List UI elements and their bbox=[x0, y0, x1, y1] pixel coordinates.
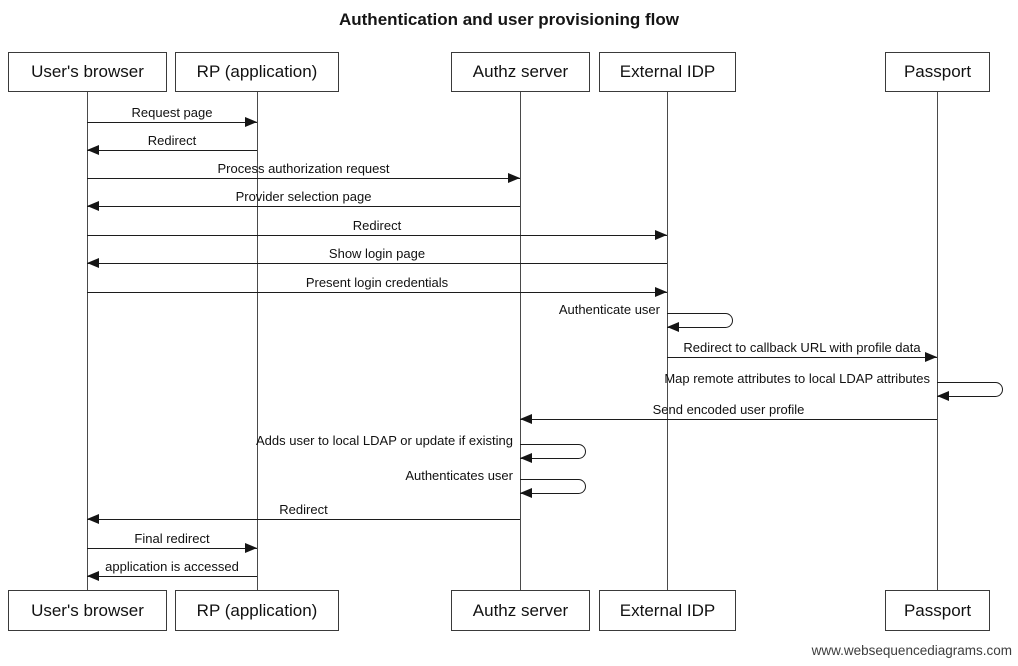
message-9-selfloop-map-remote-attributes-to-local-ldap-attributes bbox=[937, 382, 1003, 397]
message-7-label-authenticate-user: Authenticate user bbox=[558, 302, 660, 317]
message-7-arrowhead-authenticate-user bbox=[667, 322, 679, 332]
message-10-arrowhead-send-encoded-user-profile bbox=[520, 414, 532, 424]
watermark-text: www.websequencediagrams.com bbox=[811, 643, 1012, 658]
message-7-selfloop-authenticate-user bbox=[667, 313, 733, 328]
message-9-arrowhead-map-remote-attributes-to-local-ldap-attributes bbox=[937, 391, 949, 401]
message-3-label-provider-selection-page: Provider selection page bbox=[235, 189, 372, 204]
message-6-label-present-login-credentials: Present login credentials bbox=[305, 275, 449, 290]
message-11-selfloop-adds-user-to-local-ldap-or-update-if-existing bbox=[520, 444, 586, 459]
diagram-title: Authentication and user provisioning flo… bbox=[338, 10, 679, 29]
message-14-line-final-redirect bbox=[87, 548, 257, 549]
message-4-label-redirect: Redirect bbox=[352, 218, 402, 233]
lifeline-passport bbox=[937, 92, 938, 590]
message-5-arrowhead-show-login-page bbox=[87, 258, 99, 268]
actor-bottom-authz-server: Authz server bbox=[451, 590, 590, 631]
lifeline-user-s-browser bbox=[87, 92, 88, 590]
message-13-arrowhead-redirect bbox=[87, 514, 99, 524]
message-5-label-show-login-page: Show login page bbox=[328, 246, 426, 261]
message-12-arrowhead-authenticates-user bbox=[520, 488, 532, 498]
message-14-arrowhead-final-redirect bbox=[245, 543, 257, 553]
message-0-arrowhead-request-page bbox=[245, 117, 257, 127]
message-6-arrowhead-present-login-credentials bbox=[655, 287, 667, 297]
message-0-label-request-page: Request page bbox=[131, 105, 213, 120]
actor-top-authz-server: Authz server bbox=[451, 52, 590, 92]
message-5-line-show-login-page bbox=[87, 263, 667, 264]
actor-top-user-s-browser: User's browser bbox=[8, 52, 167, 92]
message-10-line-send-encoded-user-profile bbox=[520, 419, 937, 420]
message-12-label-authenticates-user: Authenticates user bbox=[405, 468, 513, 483]
message-12-selfloop-authenticates-user bbox=[520, 479, 586, 494]
message-1-line-redirect bbox=[87, 150, 257, 151]
message-2-arrowhead-process-authorization-request bbox=[508, 173, 520, 183]
message-0-line-request-page bbox=[87, 122, 257, 123]
message-8-label-redirect-to-callback-url-with-profile-data: Redirect to callback URL with profile da… bbox=[683, 340, 921, 355]
lifeline-rp-application bbox=[257, 92, 258, 590]
message-15-arrowhead-application-is-accessed bbox=[87, 571, 99, 581]
message-1-label-redirect: Redirect bbox=[147, 133, 197, 148]
message-1-arrowhead-redirect bbox=[87, 145, 99, 155]
actor-bottom-external-idp: External IDP bbox=[599, 590, 736, 631]
message-9-label-map-remote-attributes-to-local-ldap-attributes: Map remote attributes to local LDAP attr… bbox=[664, 371, 930, 386]
message-11-arrowhead-adds-user-to-local-ldap-or-update-if-existing bbox=[520, 453, 532, 463]
message-3-arrowhead-provider-selection-page bbox=[87, 201, 99, 211]
message-8-line-redirect-to-callback-url-with-profile-data bbox=[667, 357, 937, 358]
message-15-line-application-is-accessed bbox=[87, 576, 257, 577]
message-11-label-adds-user-to-local-ldap-or-update-if-existing: Adds user to local LDAP or update if exi… bbox=[255, 433, 513, 448]
message-4-line-redirect bbox=[87, 235, 667, 236]
actor-bottom-passport: Passport bbox=[885, 590, 990, 631]
message-13-label-redirect: Redirect bbox=[279, 502, 328, 517]
message-4-arrowhead-redirect bbox=[655, 230, 667, 240]
lifeline-authz-server bbox=[520, 92, 521, 590]
lifeline-external-idp bbox=[667, 92, 668, 590]
message-6-line-present-login-credentials bbox=[87, 292, 667, 293]
message-10-label-send-encoded-user-profile: Send encoded user profile bbox=[652, 402, 805, 417]
actor-top-external-idp: External IDP bbox=[599, 52, 736, 92]
message-8-arrowhead-redirect-to-callback-url-with-profile-data bbox=[925, 352, 937, 362]
actor-bottom-user-s-browser: User's browser bbox=[8, 590, 167, 631]
message-3-line-provider-selection-page bbox=[87, 206, 520, 207]
message-15-label-application-is-accessed: application is accessed bbox=[105, 559, 239, 574]
message-2-line-process-authorization-request bbox=[87, 178, 520, 179]
message-2-label-process-authorization-request: Process authorization request bbox=[217, 161, 390, 176]
actor-top-passport: Passport bbox=[885, 52, 990, 92]
actor-bottom-rp-application: RP (application) bbox=[175, 590, 339, 631]
message-13-line-redirect bbox=[87, 519, 520, 520]
actor-top-rp-application: RP (application) bbox=[175, 52, 339, 92]
message-14-label-final-redirect: Final redirect bbox=[134, 531, 210, 546]
